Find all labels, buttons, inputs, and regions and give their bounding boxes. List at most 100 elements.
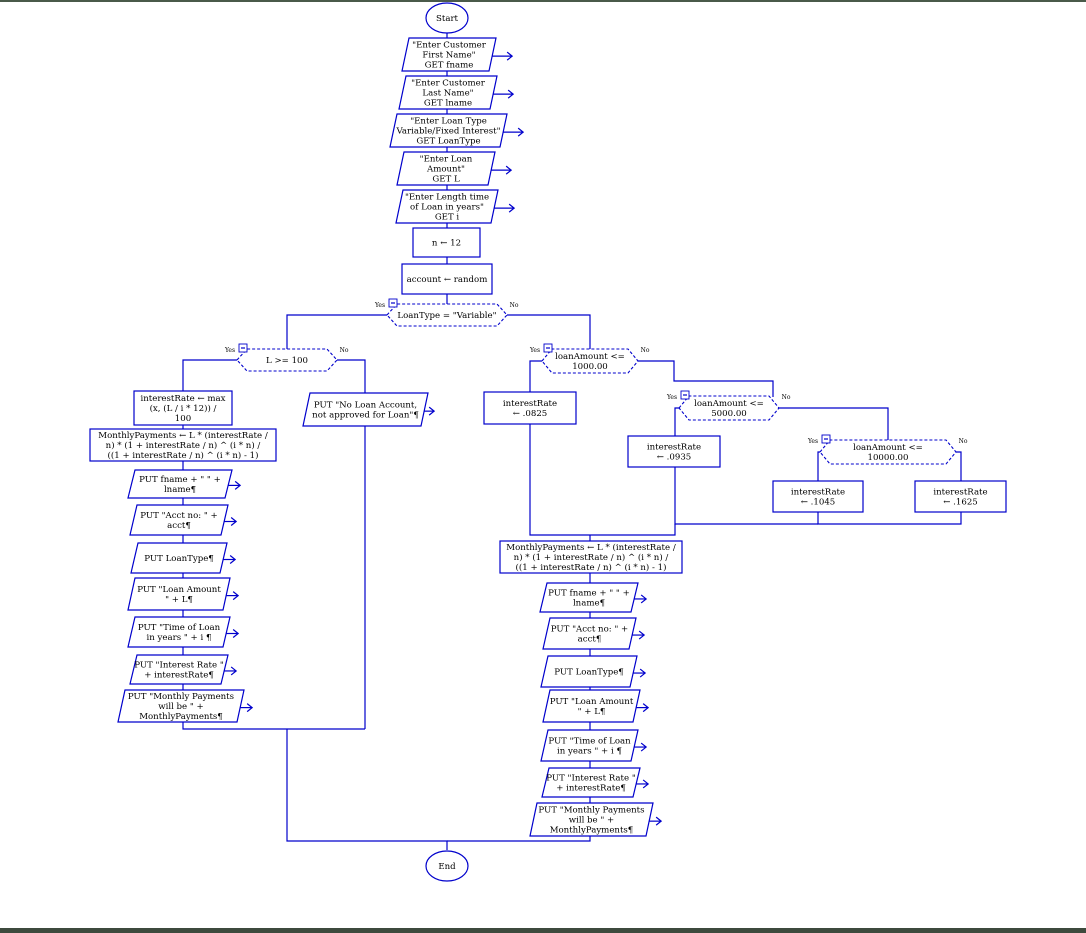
calc-monthly-left [89,428,277,462]
assign-rate-0825 [483,391,577,425]
left-output-2-io-arrowhead [230,517,238,526]
assign-n [412,227,481,258]
assign-rate-0825-label: interestRate← .0825 [503,399,557,419]
input-loan-time-io-arrowhead [508,203,516,213]
decision-amount-1000-yes-label: Yes [529,347,540,354]
connector-line [674,407,679,436]
decision-amount-5000-yes-label: Yes [666,394,677,401]
left-output-1 [127,469,233,499]
decision-amount-min [236,348,338,372]
left-output-3-io-arrowhead [229,555,237,564]
decision-amount-1000-label: loanAmount <=1000.00 [555,352,625,372]
connector-line [817,512,962,525]
left-output-2 [129,504,229,536]
right-output-7-io-arrowhead [655,816,663,826]
output-not-approved-label: PUT "No Loan Account,not approved for Lo… [312,401,419,421]
right-output-2-label: PUT "Acct no: " +acct¶ [551,625,629,645]
window-bottom-border [0,928,1086,933]
input-first-name [401,37,497,72]
right-output-7 [529,802,654,837]
assign-rate-0935 [627,435,721,468]
decision-loantype [386,303,508,327]
connector-line [956,451,962,481]
connector-line [779,407,889,441]
right-output-1-label: PUT fname + " " +lname¶ [548,589,630,609]
decision-amount-min-label: L >= 100 [266,356,308,366]
right-output-3 [540,655,638,688]
left-output-1-io-arrowhead [234,480,242,490]
left-output-4-label: PUT "Loan Amount" + L¶ [137,585,221,605]
decision-amount-10000-yes-label: Yes [807,438,818,445]
left-output-6-label: PUT "Interest Rate "+ interestRate¶ [134,661,224,681]
decision-loantype-no-label: No [510,302,519,309]
decision-amount-1000-no-label: No [641,347,650,354]
assign-account-label: account ← random [407,275,488,285]
left-output-3-label: PUT LoanType¶ [144,554,214,564]
decision-amount-min-yes-label: Yes [224,347,235,354]
left-output-2-label: PUT "Acct no: " +acct¶ [140,511,218,531]
start-terminal-label: Start [436,14,459,24]
connector-line [337,359,366,393]
right-output-3-label: PUT LoanType¶ [554,668,624,678]
right-output-6-label: PUT "Interest Rate "+ interestRate¶ [546,774,636,794]
decision-loantype-label: LoanType = "Variable" [397,311,496,321]
left-output-5 [127,616,231,648]
assign-rate-1625 [914,480,1007,513]
calc-interest-max-label: interestRate ← max(x, (L / i * 12)) /100 [141,394,226,424]
right-output-3-io-arrowhead [639,668,647,678]
decision-amount-10000-label: loanAmount <=10000.00 [853,443,923,463]
decision-amount-min-no-label: No [340,347,349,354]
input-last-name-io-arrowhead [507,89,515,99]
decision-amount-5000-label: loanAmount <=5000.00 [694,399,764,419]
right-output-4-io-arrowhead [642,703,650,713]
input-first-name-io-arrowhead [506,51,514,61]
input-loan-amount-io-arrowhead [505,165,513,175]
right-output-1 [539,582,639,613]
connector-line [817,451,820,481]
left-output-6 [129,654,229,685]
assign-rate-1045-label: interestRate← .1045 [791,488,845,508]
decision-loantype-yes-label: Yes [374,302,385,309]
assign-rate-1625-label: interestRate← .1625 [933,488,987,508]
right-output-6 [541,767,641,798]
left-output-6-io-arrowhead [230,666,238,676]
decision-amount-10000-no-label: No [959,438,968,445]
calc-monthly-right-label: MonthlyPayments ← L * (interestRate /n) … [506,542,676,573]
connector-line [447,836,591,842]
input-loan-amount [396,151,496,186]
output-not-approved-io-arrowhead [428,406,436,416]
end-terminal-label: End [438,862,456,872]
left-output-1-label: PUT fname + " " +lname¶ [139,475,221,495]
connector-line [286,729,448,850]
calc-monthly-left-label: MonthlyPayments ← L * (interestRate /n) … [98,430,268,461]
connector-line [182,359,237,391]
assign-n-label: n ← 12 [432,239,461,249]
assign-rate-0935-label: interestRate← .0935 [647,443,701,463]
right-output-2 [542,617,637,650]
left-output-4-io-arrowhead [232,591,240,601]
connector-line [529,360,542,392]
assign-account [401,263,493,295]
connector-line [529,424,676,536]
right-output-6-io-arrowhead [642,779,650,789]
calc-monthly-right [499,540,683,574]
end-terminal [425,850,469,882]
left-output-4 [127,577,231,611]
right-output-4-label: PUT "Loan Amount" + L¶ [550,697,634,717]
left-output-3 [130,542,228,574]
left-output-5-io-arrowhead [232,629,240,638]
right-output-4 [542,689,641,723]
input-loan-time [395,189,499,224]
connector-line [182,722,365,730]
connector-line [507,314,591,349]
calc-interest-max [133,390,233,426]
right-output-1-io-arrowhead [640,594,648,604]
